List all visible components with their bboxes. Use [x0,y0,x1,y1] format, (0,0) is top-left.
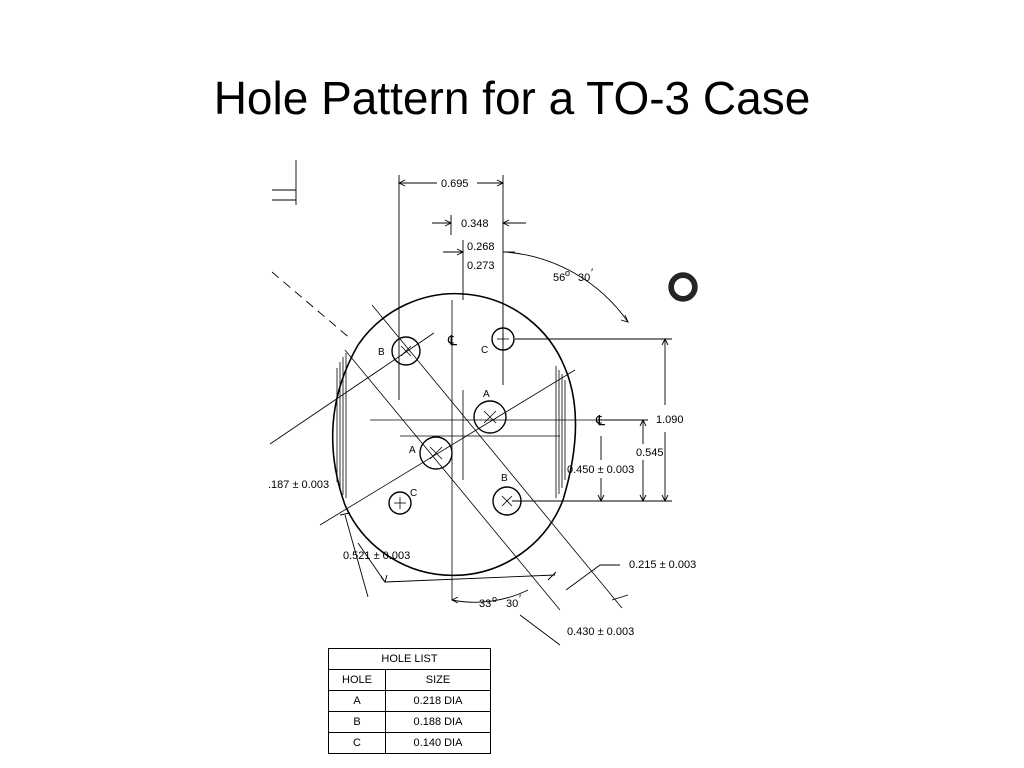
angle-bottom-degrees: 33 [479,598,491,610]
minute-mark-top: ′ [591,267,593,279]
angle-bottom-minutes: 30 [506,598,518,610]
dim-0215: 0.215 ± 0.003 [629,559,696,571]
dim-0521: 0.521 ± 0.003 [343,550,410,562]
hole-size: 0.188 DIA [385,711,491,733]
hole-a-lower [419,436,453,470]
hole-label-b-lower: B [501,473,508,484]
hole-label-b-upper: B [378,347,385,358]
angle-top-degrees: 56 [553,272,565,284]
dim-1090: 1.090 [656,414,684,426]
centerlines [319,300,623,611]
dim-0545: 0.545 [636,447,664,459]
hole-label-c-lower: C [410,488,417,499]
dim-0430: 0.430 ± 0.003 [567,626,634,638]
table-row: A 0.218 DIA [328,690,491,712]
dim-0273: 0.273 [467,260,495,272]
hole-a-upper [473,400,507,434]
header-size: SIZE [385,669,491,691]
dim-0268: 0.268 [467,241,495,253]
hole-label-c-upper: C [481,345,488,356]
hole-c-lower [388,491,412,515]
dimension-lines [269,160,672,646]
dim-0695: 0.695 [441,178,469,190]
degree-symbol-top: o [565,268,570,278]
centerline-symbol-top: ℄ [447,332,457,348]
header-hole: HOLE [328,669,386,691]
hole-label-a-lower: A [409,445,416,456]
dim-0187: .187 ± 0.003 [268,479,329,491]
table-row: C 0.140 DIA [328,732,491,754]
minute-mark-bottom: ′ [519,593,521,605]
hole-id: C [328,732,386,754]
hole-label-a-upper: A [483,389,490,400]
dim-0348: 0.348 [461,218,489,230]
slide-title: Hole Pattern for a TO-3 Case [213,72,811,124]
angle-top-minutes: 30 [578,272,590,284]
hole-id: B [328,711,386,733]
hole-b-upper [391,336,421,366]
dim-0450: 0.450 ± 0.003 [567,464,634,476]
hole-size: 0.218 DIA [385,690,491,712]
hole-id: A [328,690,386,712]
hole-size: 0.140 DIA [385,732,491,754]
centerline-symbol-right: ℄ [595,412,605,428]
table-row: B 0.188 DIA [328,711,491,733]
hole-list-title: HOLE LIST [328,648,491,670]
hole-list-table: HOLE LIST HOLE SIZE A 0.218 DIA B 0.188 … [328,648,491,754]
degree-symbol-bottom: o [492,594,497,604]
